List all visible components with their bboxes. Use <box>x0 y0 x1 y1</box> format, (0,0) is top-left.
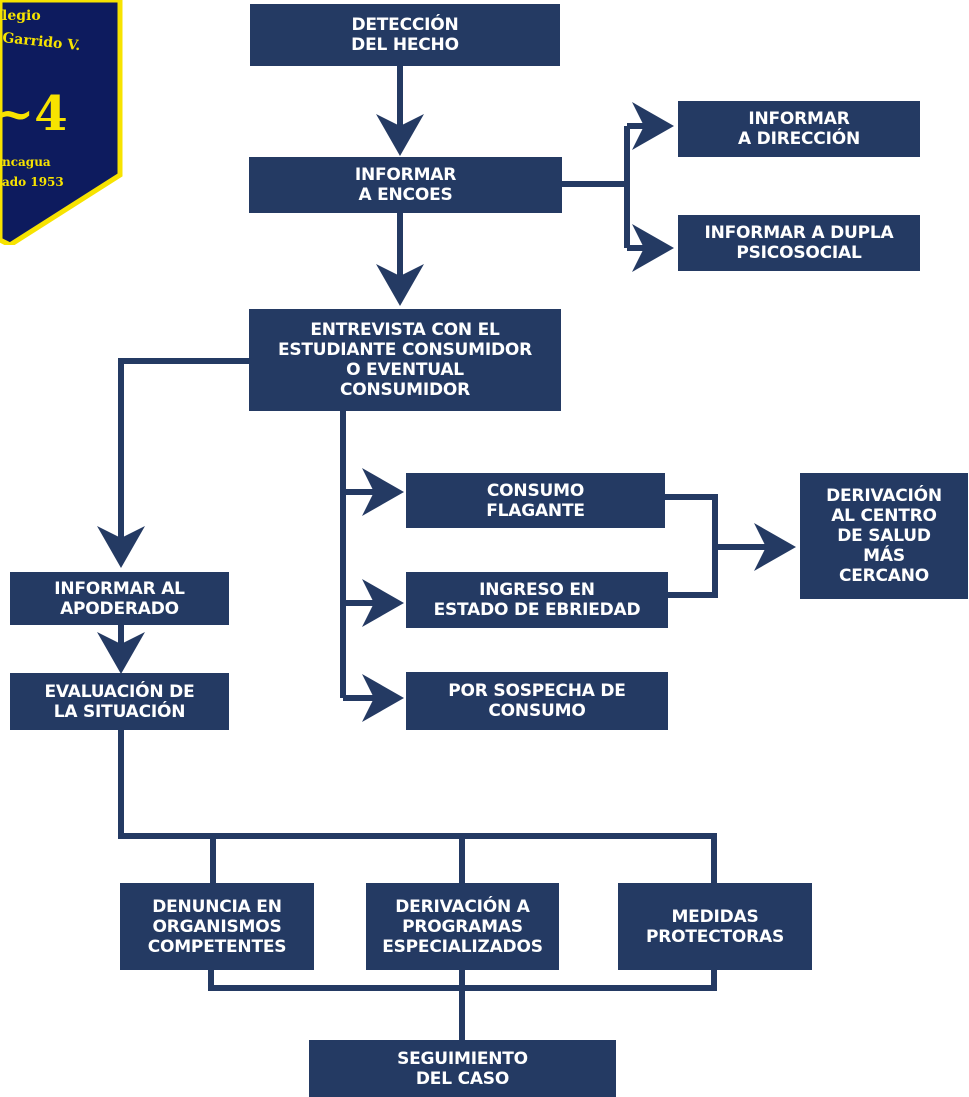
logo-text-line4: ado 1953 <box>2 175 64 189</box>
label-informar-apoderado: INFORMAR AL APODERADO <box>54 578 185 619</box>
box-medidas-protectoras: MEDIDAS PROTECTORAS <box>618 883 812 970</box>
school-crest-logo: legio Garrido V. ~4 ncagua ado 1953 <box>0 0 123 245</box>
box-consumo-flagante: CONSUMO FLAGANTE <box>406 473 665 528</box>
label-deteccion: DETECCIÓN DEL HECHO <box>351 15 459 55</box>
label-informar-direccion: INFORMAR A DIRECCIÓN <box>738 109 860 149</box>
label-ingreso-ebriedad: INGRESO EN ESTADO DE EBRIEDAD <box>433 580 641 620</box>
label-evaluacion-situacion: EVALUACIÓN DE LA SITUACIÓN <box>44 681 195 722</box>
box-entrevista: ENTREVISTA CON EL ESTUDIANTE CONSUMIDOR … <box>249 309 561 411</box>
label-seguimiento-caso: SEGUIMIENTO DEL CASO <box>397 1048 528 1089</box>
label-denuncia: DENUNCIA EN ORGANISMOS COMPETENTES <box>147 896 287 957</box>
box-denuncia: DENUNCIA EN ORGANISMOS COMPETENTES <box>120 883 314 970</box>
label-entrevista: ENTREVISTA CON EL ESTUDIANTE CONSUMIDOR … <box>277 320 533 400</box>
logo-text-line3: ncagua <box>2 155 51 169</box>
box-derivacion-salud: DERIVACIÓN AL CENTRO DE SALUD MÁS CERCAN… <box>800 473 968 599</box>
box-informar-dupla: INFORMAR A DUPLA PSICOSOCIAL <box>678 215 920 271</box>
label-derivacion-salud: DERIVACIÓN AL CENTRO DE SALUD MÁS CERCAN… <box>826 486 942 586</box>
label-informar-encoes: INFORMAR A ENCOES <box>354 165 457 205</box>
box-evaluacion-situacion: EVALUACIÓN DE LA SITUACIÓN <box>10 673 229 730</box>
line-merge-to-salud <box>665 494 718 598</box>
line-evaluacion-actions <box>118 730 717 883</box>
box-deteccion-del-hecho: DETECCIÓN DEL HECHO <box>250 4 560 66</box>
box-informar-apoderado: INFORMAR AL APODERADO <box>10 572 229 625</box>
box-informar-encoes: INFORMAR A ENCOES <box>249 157 562 213</box>
label-sospecha-consumo: POR SOSPECHA DE CONSUMO <box>448 681 626 721</box>
arrow-entrevista-to-apoderado <box>97 358 249 568</box>
box-ingreso-ebriedad: INGRESO EN ESTADO DE EBRIEDAD <box>406 572 668 628</box>
logo-text-line1: legio <box>2 8 41 24</box>
label-informar-dupla: INFORMAR A DUPLA PSICOSOCIAL <box>704 223 894 263</box>
label-derivacion-programas: DERIVACIÓN A PROGRAMAS ESPECIALIZADOS <box>382 896 543 957</box>
box-derivacion-programas: DERIVACIÓN A PROGRAMAS ESPECIALIZADOS <box>366 883 559 970</box>
box-seguimiento-caso: SEGUIMIENTO DEL CASO <box>309 1040 616 1097</box>
logo-number: ~4 <box>0 86 68 142</box>
box-informar-direccion: INFORMAR A DIRECCIÓN <box>678 101 920 157</box>
label-consumo-flagante: CONSUMO FLAGANTE <box>486 480 585 521</box>
box-sospecha-consumo: POR SOSPECHA DE CONSUMO <box>406 672 668 730</box>
label-medidas-protectoras: MEDIDAS PROTECTORAS <box>645 906 785 947</box>
